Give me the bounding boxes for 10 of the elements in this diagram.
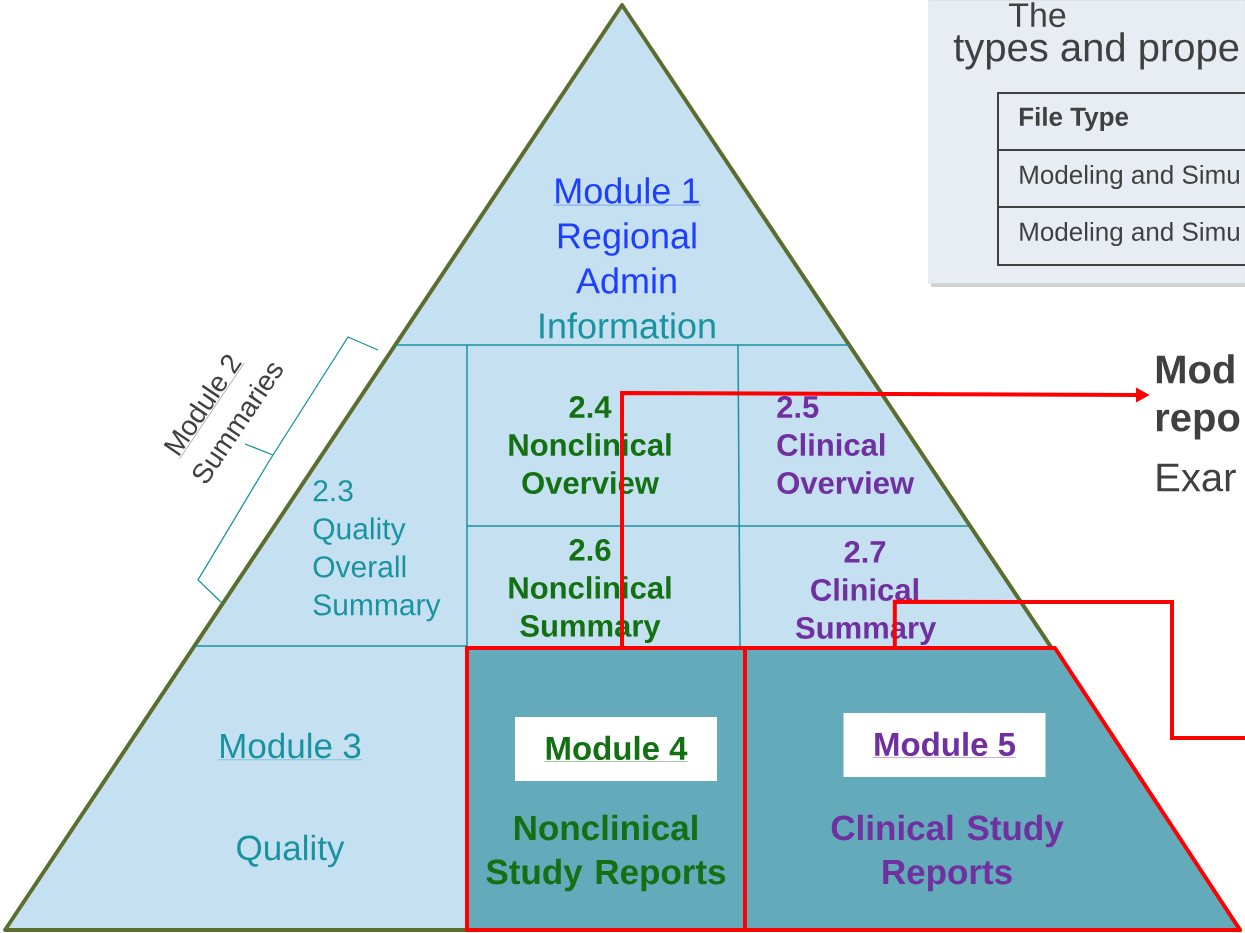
side-text: Mod repo Exar xyxy=(1156,354,1240,492)
module-section: Module 3 Quality xyxy=(218,732,362,868)
table-cell: File Type xyxy=(1019,106,1129,132)
section-cell: 2.5 Clinical Overview xyxy=(777,396,915,494)
module-label: Module 4 xyxy=(515,717,717,781)
section-cell: 2.3 Quality Overall Summary xyxy=(313,480,441,622)
module-label: Module 5 xyxy=(843,713,1046,777)
table-cell: Modeling and Simu xyxy=(1020,221,1239,247)
table-cell: Modeling and Simu xyxy=(1020,164,1239,190)
module-section: Module 1 Regional Admin Information xyxy=(540,177,715,339)
